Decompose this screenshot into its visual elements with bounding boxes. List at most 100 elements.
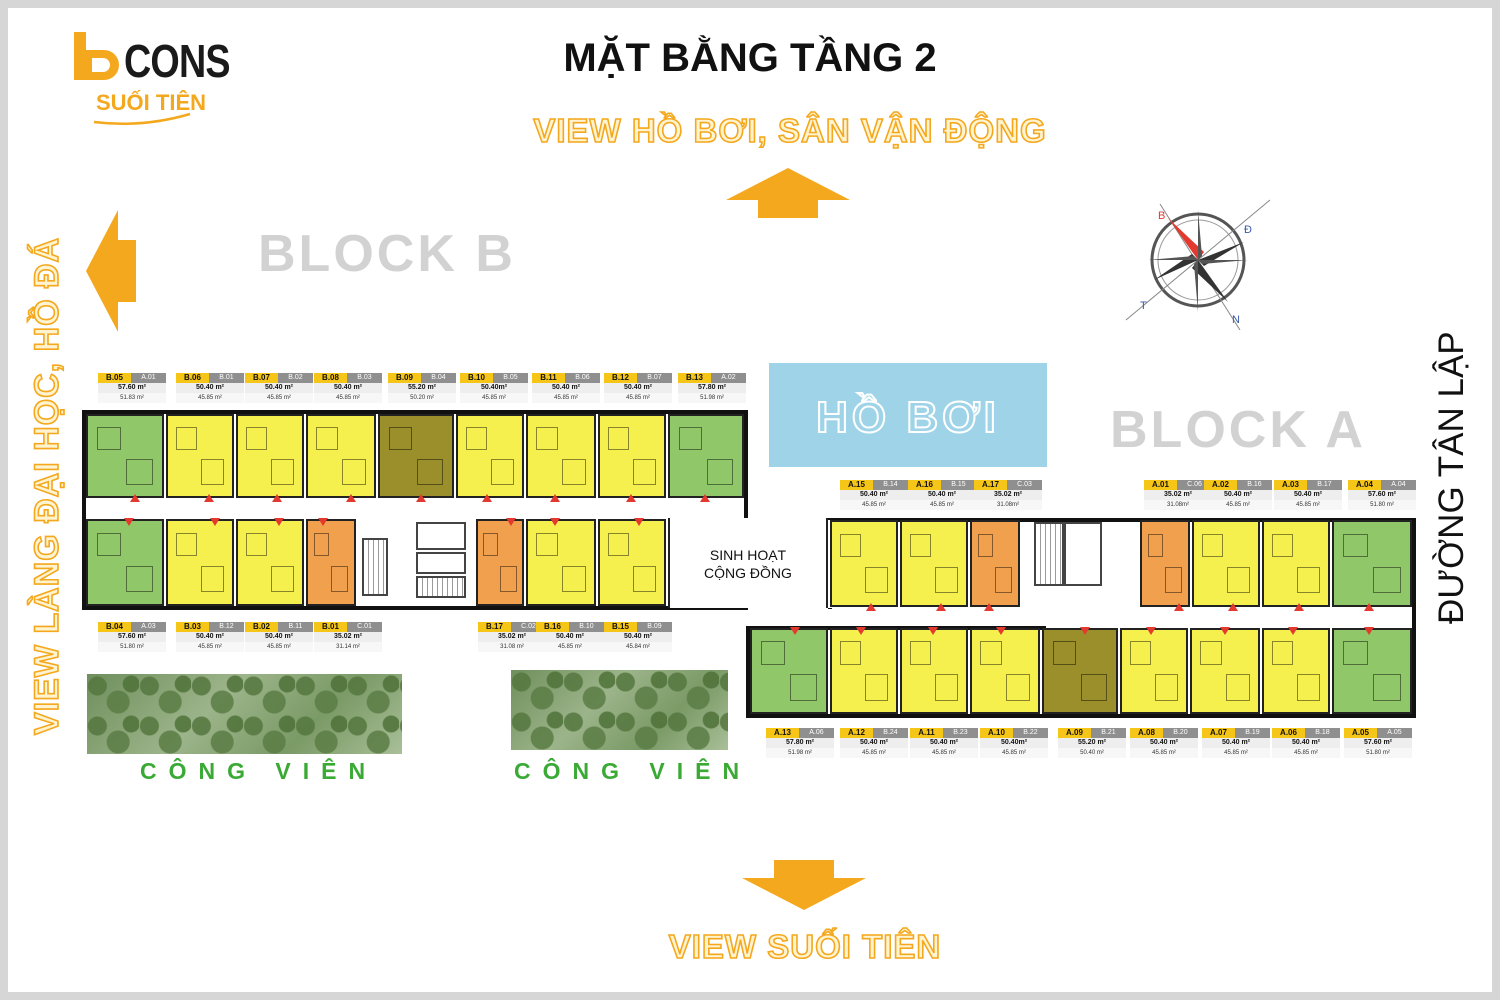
unit-b06[interactable] (166, 414, 234, 498)
door-marker (124, 518, 134, 526)
view-left-label: VIEW LÀNG ĐẠI HỌC, HỒ ĐÁ (27, 236, 67, 736)
unit-a02[interactable] (1192, 520, 1260, 607)
door-marker (506, 518, 516, 526)
door-marker (130, 494, 140, 502)
unit-a10[interactable] (970, 628, 1040, 714)
door-marker (984, 603, 994, 611)
unit-a09[interactable] (1042, 628, 1118, 714)
door-marker (1364, 627, 1374, 635)
elevator-a (1064, 522, 1102, 586)
door-marker (634, 518, 644, 526)
unit-a16[interactable] (900, 520, 968, 607)
block-a-label: BLOCK A (1110, 401, 1366, 459)
unit-b10[interactable] (456, 414, 524, 498)
door-marker (482, 494, 492, 502)
door-marker (856, 627, 866, 635)
unit-b12[interactable] (598, 414, 666, 498)
door-marker (1228, 603, 1238, 611)
compass-east-label: Đ (1244, 224, 1252, 236)
community-line2: CỘNG ĐỒNG (704, 565, 792, 581)
unit-b17[interactable] (476, 519, 524, 606)
unit-b01[interactable] (306, 519, 356, 606)
block-b-corridor (86, 500, 744, 517)
door-marker (996, 627, 1006, 635)
unit-a13[interactable] (750, 628, 828, 714)
compass-north-label: B (1158, 210, 1166, 222)
block-a-corridor (750, 609, 1412, 626)
unit-b07[interactable] (236, 414, 304, 498)
road-label: ĐƯỜNG TÂN LẬP (1432, 331, 1471, 624)
unit-b16[interactable] (526, 519, 596, 606)
door-marker (700, 494, 710, 502)
door-marker (346, 494, 356, 502)
unit-a04[interactable] (1332, 520, 1412, 607)
unit-a06[interactable] (1262, 628, 1330, 714)
unit-b04[interactable] (86, 519, 164, 606)
park-left-label: CÔNG VIÊN (140, 758, 378, 784)
unit-b02[interactable] (236, 519, 304, 606)
door-marker (1220, 627, 1230, 635)
door-marker (1146, 627, 1156, 635)
unit-a17[interactable] (970, 520, 1020, 607)
door-marker (790, 627, 800, 635)
unit-b13[interactable] (668, 414, 744, 498)
unit-a12[interactable] (830, 628, 898, 714)
compass-west-label: T (1140, 300, 1147, 312)
bcons-logo-icon (74, 32, 119, 80)
door-marker (210, 518, 220, 526)
stairwell-b-right (416, 576, 466, 598)
unit-b08[interactable] (306, 414, 376, 498)
pool: HỒ BƠI (769, 363, 1047, 467)
stairwell-a (1034, 522, 1064, 586)
pool-label: HỒ BƠI (815, 392, 1000, 443)
door-marker (272, 494, 282, 502)
unit-a15[interactable] (830, 520, 898, 607)
compass: B Đ N T (1120, 190, 1280, 340)
park-right (511, 670, 728, 750)
door-marker (936, 603, 946, 611)
view-top-label: VIEW HỒ BƠI, SÂN VẬN ĐỘNG (533, 111, 1047, 150)
unit-a01[interactable] (1140, 520, 1190, 607)
park-right-label: CÔNG VIÊN (514, 758, 752, 784)
unit-a03[interactable] (1262, 520, 1330, 607)
unit-b05[interactable] (86, 414, 164, 498)
door-marker (416, 494, 426, 502)
door-marker (1174, 603, 1184, 611)
unit-b03[interactable] (166, 519, 234, 606)
stairwell-b-left (362, 538, 388, 596)
unit-b09[interactable] (378, 414, 454, 498)
arrow-left-icon (86, 210, 136, 332)
unit-a05[interactable] (1332, 628, 1412, 714)
door-marker (626, 494, 636, 502)
unit-a08[interactable] (1120, 628, 1188, 714)
door-marker (274, 518, 284, 526)
unit-a11[interactable] (900, 628, 968, 714)
unit-b11[interactable] (526, 414, 596, 498)
unit-b15[interactable] (598, 519, 666, 606)
door-marker (928, 627, 938, 635)
door-marker (1364, 603, 1374, 611)
door-marker (866, 603, 876, 611)
unit-a07[interactable] (1190, 628, 1260, 714)
arrow-up-icon (726, 168, 850, 218)
